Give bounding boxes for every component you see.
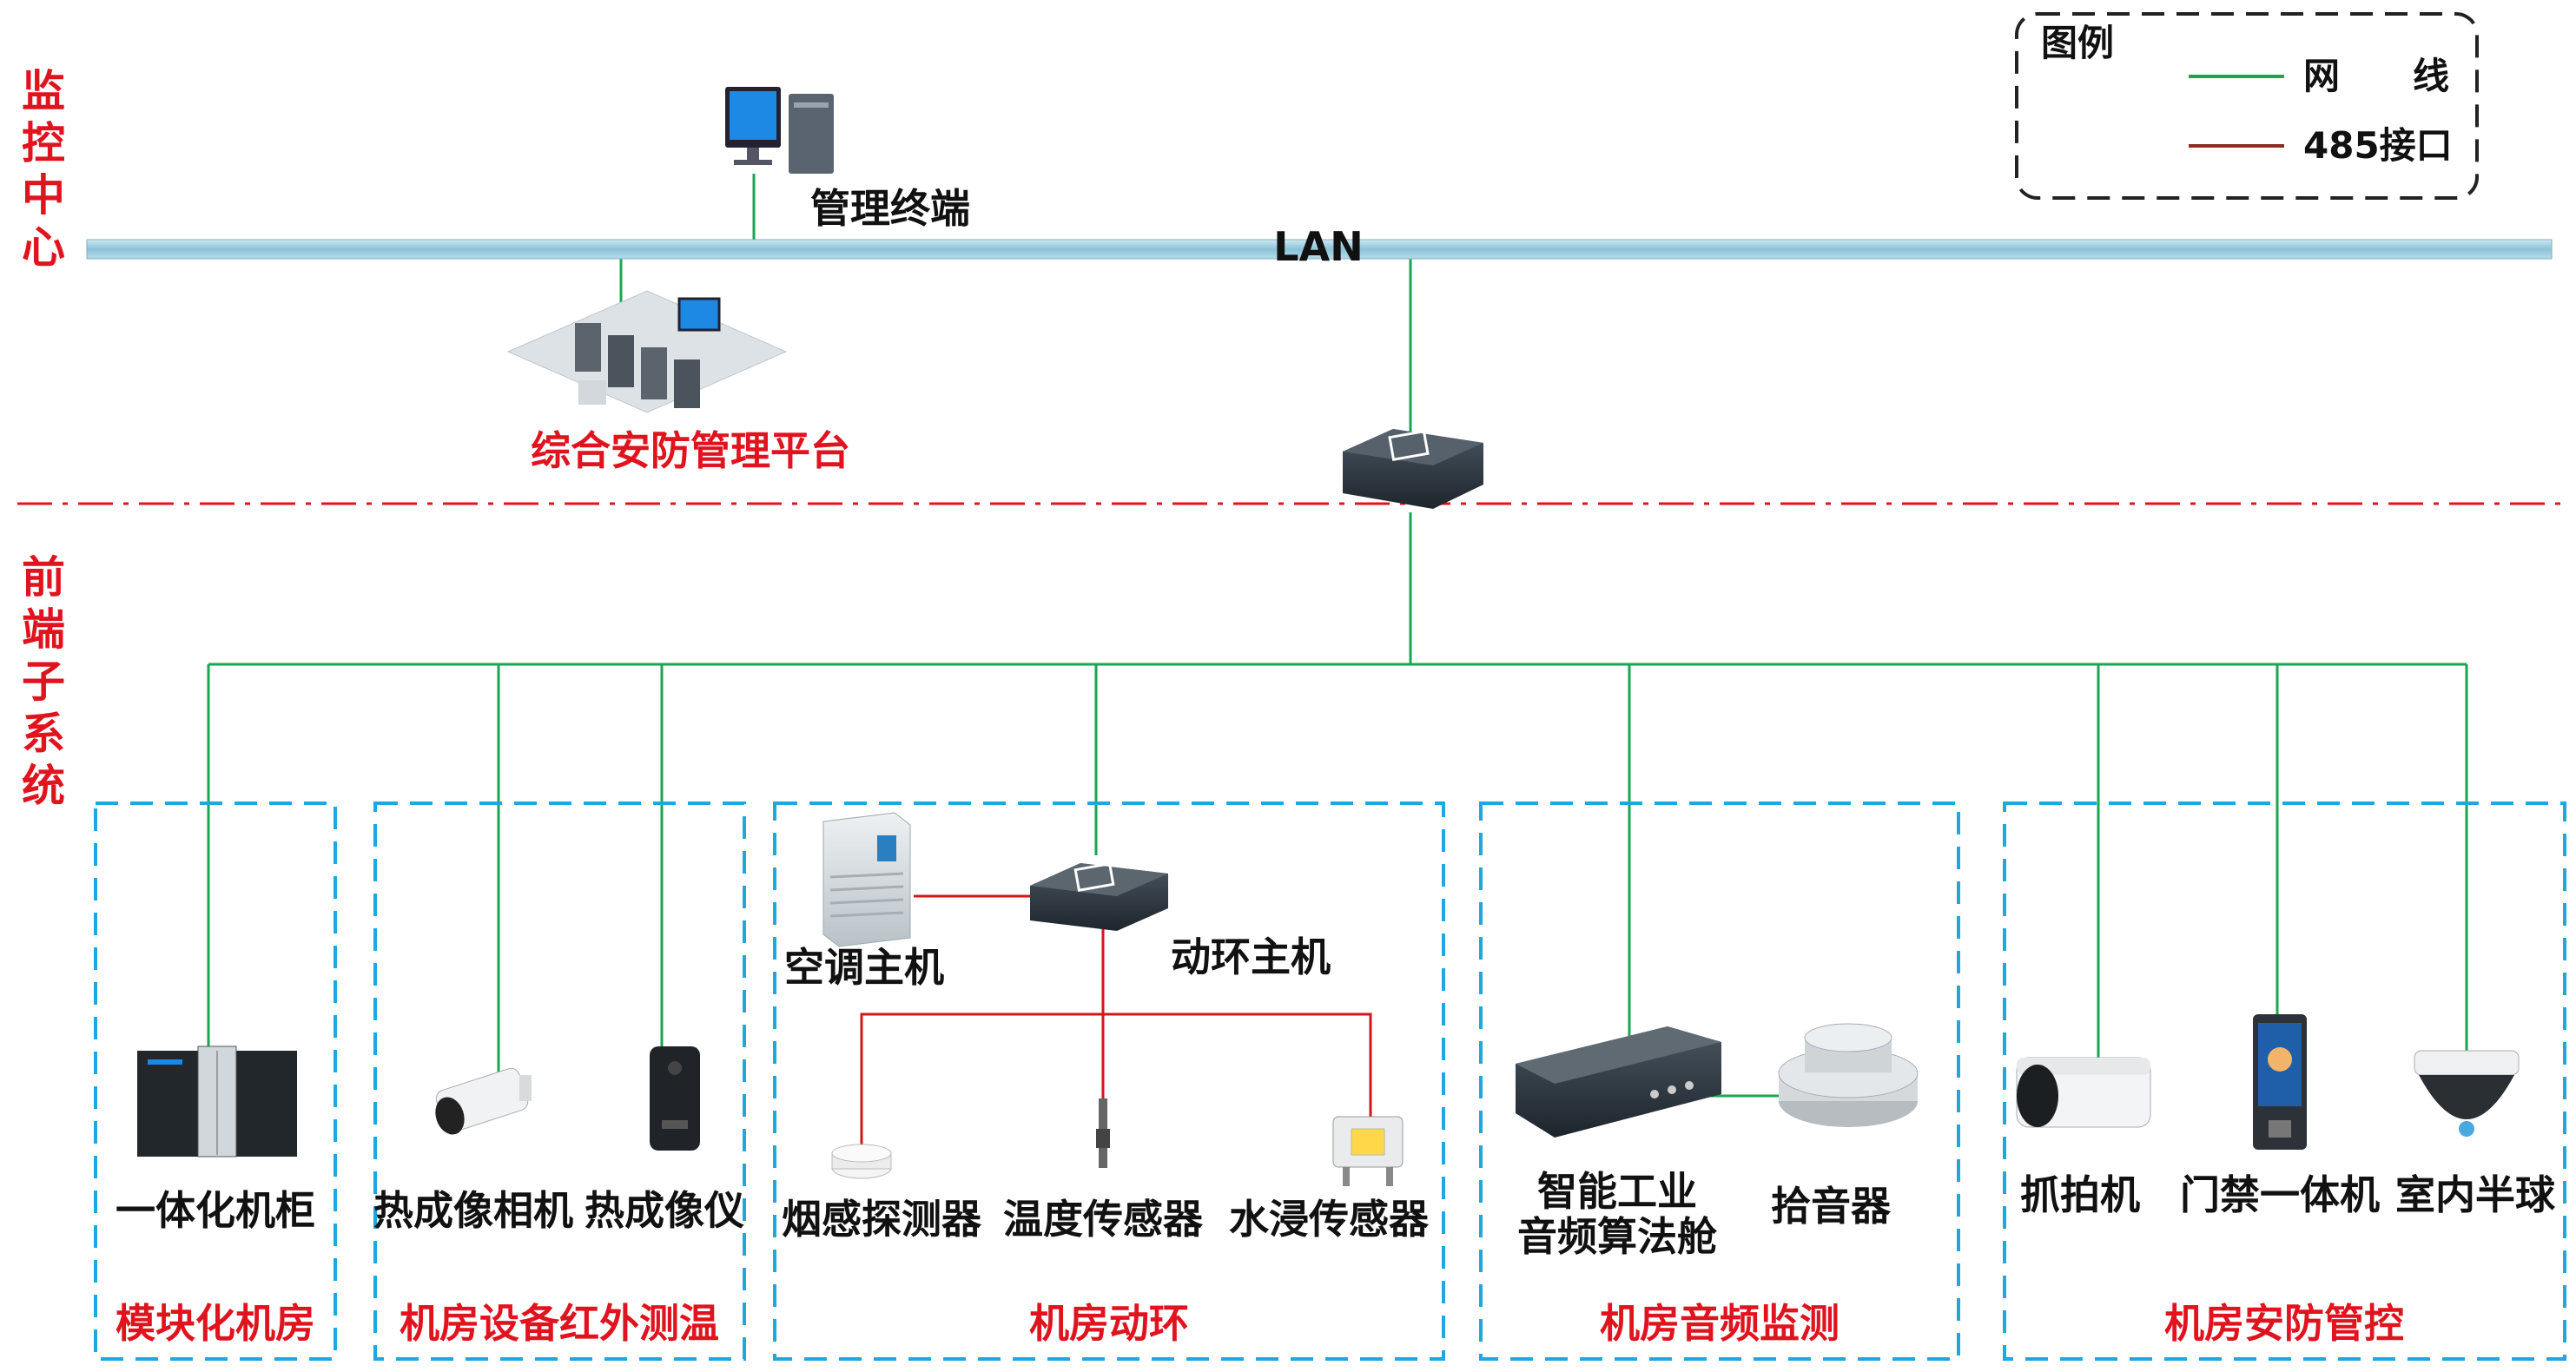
indoor-dome-icon <box>2414 1050 2520 1137</box>
network-lines <box>207 174 2468 1107</box>
pickup-icon <box>1778 1023 1919 1127</box>
lan-bus <box>86 239 2553 260</box>
zone-label-frontend-subsystem: 前 端 子 系 统 <box>22 552 65 811</box>
core-switch-icon <box>1343 429 1483 509</box>
group-title-infrared-temp: 机房设备红外测温 <box>400 1300 719 1347</box>
rs485-lines <box>860 894 1372 1148</box>
ac-host-label: 空调主机 <box>784 944 944 991</box>
group-box-env-monitoring <box>773 801 1445 1361</box>
capture-camera-label: 抓拍机 <box>2020 1171 2140 1218</box>
legend-label-network: 网 线 <box>2303 55 2449 97</box>
thermal-camera-label: 热成像相机 <box>373 1187 573 1234</box>
temp-sensor-label: 温度传感器 <box>1003 1196 1204 1243</box>
security-platform-icon <box>506 290 788 413</box>
zone-char: 前 <box>22 552 65 603</box>
env-host-icon <box>1030 861 1168 931</box>
integrated-cabinet-icon <box>137 1045 297 1158</box>
capture-camera-icon <box>2016 1057 2151 1128</box>
zone-char: 子 <box>22 656 65 707</box>
indoor-dome-label: 室内半球 <box>2395 1171 2556 1218</box>
zone-char: 统 <box>22 761 65 811</box>
thermal-camera-icon <box>435 1067 532 1135</box>
env-host-label: 动环主机 <box>1171 933 1331 980</box>
group-title-audio-monitoring: 机房音频监测 <box>1600 1300 1840 1347</box>
pickup-label: 拾音器 <box>1771 1183 1892 1230</box>
zone-char: 端 <box>22 604 65 655</box>
ac-host-icon <box>822 812 911 947</box>
lan-label: LAN <box>1273 223 1363 270</box>
temp-sensor-icon <box>1096 1098 1110 1168</box>
audio-cabin-icon <box>1516 1026 1721 1138</box>
security-platform-label: 综合安防管理平台 <box>531 427 850 474</box>
zone-char: 中 <box>22 170 65 221</box>
access-terminal-icon <box>2253 1014 2307 1150</box>
water-sensor-icon <box>1332 1116 1404 1186</box>
group-box-modular-room <box>94 801 337 1361</box>
legend-border <box>2015 12 2479 200</box>
legend-title: 图例 <box>2041 22 2114 64</box>
zone-char: 监 <box>22 66 65 116</box>
group-title-security-control: 机房安防管控 <box>2164 1300 2404 1347</box>
link-sensor-bus <box>860 1013 1372 1148</box>
thermal-imager-label: 热成像仪 <box>585 1187 744 1234</box>
management-terminal-icon <box>725 87 834 174</box>
legend-label-485: 485接口 <box>2303 124 2453 167</box>
zone-char: 系 <box>22 709 65 759</box>
audio-cabin-label-line2: 音频算法舱 <box>1517 1213 1717 1260</box>
smoke-detector-icon <box>831 1144 892 1179</box>
group-boxes <box>94 801 2566 1361</box>
group-title-env-monitoring: 机房动环 <box>1029 1300 1189 1347</box>
group-title-modular-room: 模块化机房 <box>116 1300 315 1347</box>
legend: 图例 网 线 485接口 <box>2015 12 2479 200</box>
group-box-infrared-temp <box>373 801 746 1361</box>
group-box-audio-monitoring <box>1479 801 1960 1361</box>
integrated-cabinet-label: 一体化机柜 <box>116 1187 315 1234</box>
audio-cabin-label-line1: 智能工业 <box>1537 1168 1697 1215</box>
thermal-imager-icon <box>650 1046 700 1151</box>
zone-char: 心 <box>22 222 65 273</box>
management-terminal-label: 管理终端 <box>810 185 970 232</box>
group-box-security-control <box>2003 801 2566 1361</box>
water-sensor-label: 水浸传感器 <box>1229 1196 1430 1243</box>
zone-label-monitoring-center: 监 控 中 心 <box>22 66 65 273</box>
zone-char: 控 <box>22 118 65 168</box>
smoke-detector-label: 烟感探测器 <box>782 1196 982 1243</box>
access-terminal-label: 门禁一体机 <box>2180 1171 2380 1218</box>
